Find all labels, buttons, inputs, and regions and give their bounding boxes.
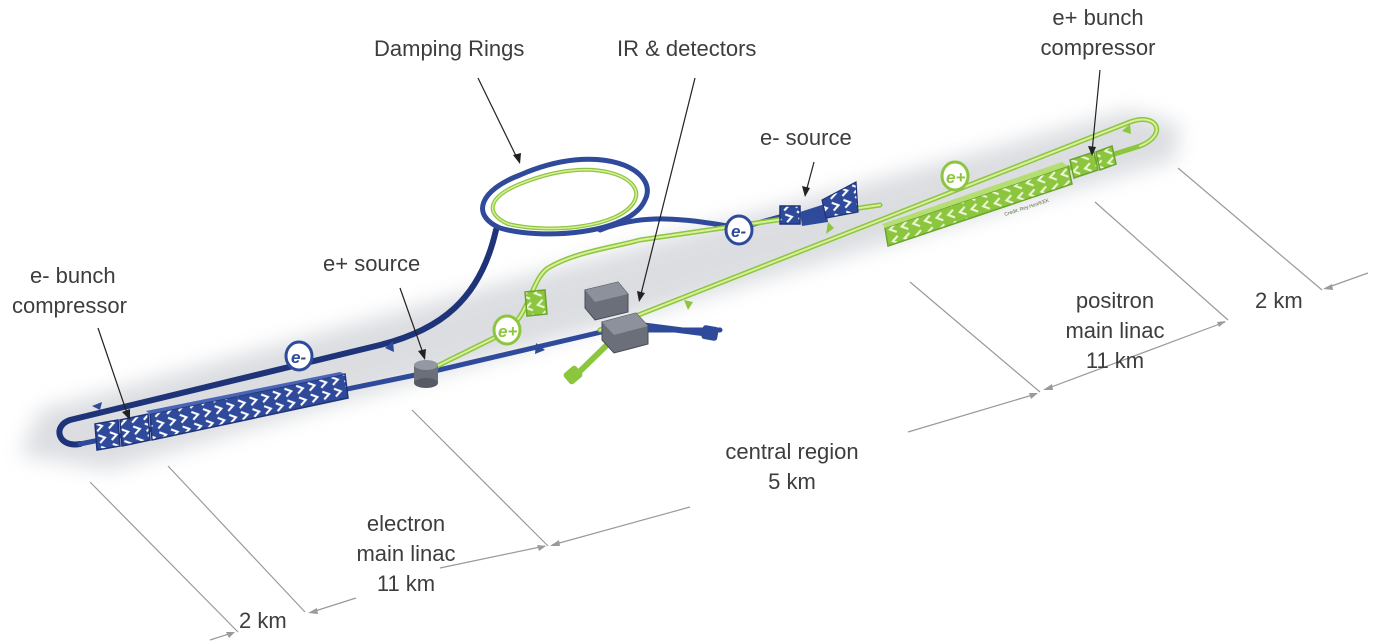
electron-source <box>779 181 859 226</box>
positron-source <box>414 360 438 388</box>
electron-badge-lower: e- <box>284 340 314 372</box>
svg-text:e+: e+ <box>946 168 965 187</box>
electron-badge-upper: e- <box>724 214 754 246</box>
positron-badge-upper: e+ <box>940 160 970 192</box>
detector-halls <box>584 281 649 354</box>
electron-dump-line <box>639 322 711 337</box>
label-electron-main-linac-2: main linac <box>356 541 455 566</box>
positron-source-module <box>524 289 548 317</box>
label-positron-main-linac-3: 11 km <box>1086 348 1144 373</box>
positron-badge-lower: e+ <box>492 314 522 346</box>
e-minus-bunch-compressor-blocks <box>94 413 151 451</box>
positron-main-linac: Credit: Rey.Hori/KEK <box>882 162 1073 247</box>
label-e-minus-bunch-compressor-1: e- bunch <box>30 263 116 288</box>
e-plus-bunch-compressor-blocks <box>1069 144 1117 179</box>
label-central-region-2: 5 km <box>768 469 816 494</box>
label-e-plus-bunch-compressor-2: compressor <box>1041 35 1156 60</box>
electron-main-linac <box>146 372 349 441</box>
callout-lines <box>97 69 1101 417</box>
svg-text:e-: e- <box>731 222 746 241</box>
label-central-region-1: central region <box>725 439 858 464</box>
label-positron-main-linac-2: main linac <box>1065 318 1164 343</box>
label-ir-detectors: IR & detectors <box>617 36 756 61</box>
label-damping-rings: Damping Rings <box>374 36 524 61</box>
electron-beam-dump <box>701 325 719 341</box>
callout-arrowheads <box>122 146 1096 420</box>
label-e-plus-bunch-compressor-1: e+ bunch <box>1052 5 1143 30</box>
svg-text:e+: e+ <box>498 322 517 341</box>
label-e-minus-bunch-compressor-2: compressor <box>12 293 127 318</box>
label-electron-main-linac-1: electron <box>367 511 445 536</box>
label-positron-main-linac-1: positron <box>1076 288 1154 313</box>
positron-beam-dump <box>563 365 583 385</box>
dimension-arrowheads <box>226 284 1333 638</box>
label-e-plus-source: e+ source <box>323 251 420 276</box>
svg-text:e-: e- <box>291 348 306 367</box>
label-e-minus-source: e- source <box>760 125 852 150</box>
label-km-left: 2 km <box>239 608 287 633</box>
label-km-right: 2 km <box>1255 288 1303 313</box>
label-electron-main-linac-3: 11 km <box>377 571 435 596</box>
dimension-lines <box>89 167 1369 641</box>
beam-direction-arrows <box>92 124 1131 410</box>
